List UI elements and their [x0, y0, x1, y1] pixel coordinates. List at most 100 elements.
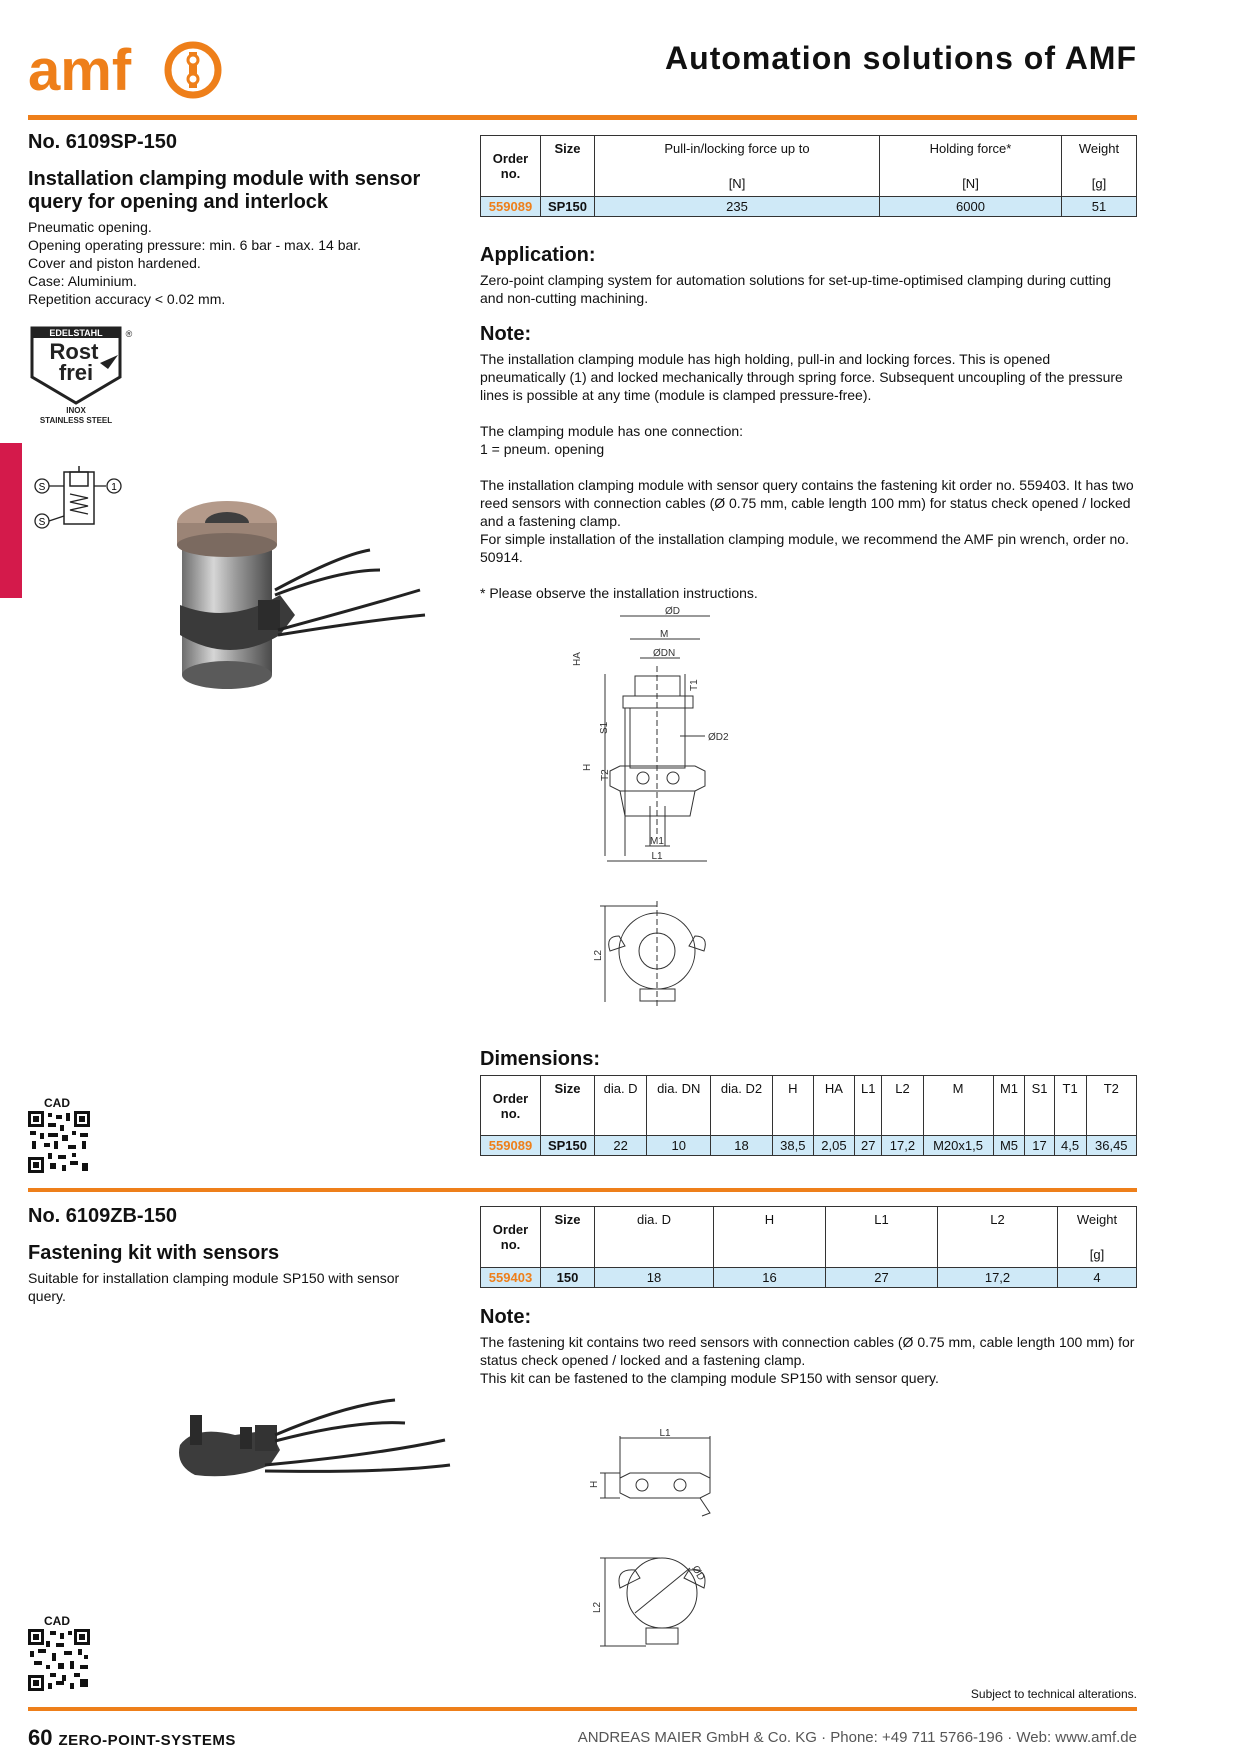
dim-T2: T2 — [600, 769, 611, 781]
dim-M: M — [660, 629, 668, 640]
dim-col: L1 — [854, 1075, 883, 1136]
dim-col: Size — [540, 1075, 595, 1136]
dim-T1: T1 — [689, 679, 700, 691]
dim-cell: 36,45 — [1085, 1135, 1138, 1156]
badge-mark: ® — [126, 329, 133, 339]
dim-col: S1 — [1024, 1075, 1055, 1136]
col-pull: Pull-in/locking force up to[N] — [594, 135, 880, 197]
product2-order-table: Order no. Size dia. D H L1 L2 Weight[g] … — [480, 1206, 1137, 1288]
note-title: Note: — [480, 1306, 532, 1328]
dim-col: HA — [812, 1075, 856, 1136]
cell-size: SP150 — [540, 196, 595, 217]
cad-label: CAD — [44, 1614, 70, 1628]
cell-order: 559403 — [480, 1267, 541, 1288]
product2-details: Note: The fastening kit contains two ree… — [480, 1306, 1137, 1387]
col-hold: Holding force*[N] — [879, 135, 1062, 197]
col-size: Size — [540, 1206, 595, 1268]
product1-details: Application: Zero-point clamping system … — [480, 244, 1137, 602]
note-para: The fastening kit contains two reed sens… — [480, 1334, 1135, 1368]
col-weight-unit: [g] — [1089, 1247, 1105, 1262]
product1-features: Pneumatic opening. Opening operating pre… — [28, 218, 458, 308]
feature-item: Cover and piston hardened. — [28, 255, 201, 271]
cell-weight: 51 — [1061, 196, 1137, 217]
dim-H: H — [582, 764, 593, 771]
product1-order-table: Order no. Size Pull-in/locking force up … — [480, 135, 1137, 217]
product2-title: Fastening kit with sensors — [28, 1242, 280, 1264]
product1-number: No. 6109SP-150 — [28, 131, 177, 153]
cell-weight: 4 — [1057, 1267, 1137, 1288]
note-para: The clamping module has one connection: — [480, 423, 744, 439]
cell-d: 18 — [594, 1267, 714, 1288]
note-para: 1 = pneum. opening — [480, 441, 605, 457]
badge-line1: Rost — [50, 339, 100, 364]
dim-cell: 18 — [710, 1135, 773, 1156]
col-weight: Weight [g] — [1057, 1206, 1137, 1268]
dim-col: Order no. — [480, 1075, 541, 1136]
product2-number: No. 6109ZB-150 — [28, 1205, 177, 1227]
col-size: Size — [540, 135, 595, 197]
dim-col: dia. DN — [646, 1075, 712, 1136]
product2-description: Suitable for installation clamping modul… — [28, 1270, 400, 1304]
cad-qr-code[interactable] — [28, 1629, 90, 1691]
col-order: Order no. — [480, 1206, 541, 1268]
cell-pull: 235 — [594, 196, 880, 217]
pneumatic-symbol: S 1 S — [34, 466, 124, 532]
dim-cell: 17,2 — [881, 1135, 924, 1156]
amf-logo: amf — [28, 38, 223, 104]
table-row: 559403 150 18 16 27 17,2 4 — [480, 1267, 1137, 1288]
dim-col: H — [771, 1075, 814, 1136]
page-title: Automation solutions of AMF — [665, 40, 1137, 76]
dimensions-title: Dimensions: — [480, 1048, 601, 1070]
col-l1: L1 — [825, 1206, 938, 1268]
dim-cell: 559089 — [480, 1135, 541, 1156]
dim-cell: 27 — [854, 1135, 883, 1156]
technical-drawing-module: ØD M ØDN HA T1 S1 ØD2 H T2 M1 L1 L2 — [545, 606, 765, 1006]
badge-sub1: INOX — [66, 406, 86, 415]
dim-D: ØD — [665, 606, 680, 617]
kit-dim-L1: L1 — [659, 1428, 671, 1439]
col-weight-label: Weight — [1078, 141, 1120, 156]
section-divider — [28, 1188, 1137, 1192]
product1-info: No. 6109SP-150 Installation clamping mod… — [28, 131, 458, 308]
stainless-steel-badge: EDELSTAHL ® Rost frei INOX STAINLESS STE… — [28, 325, 138, 430]
product1-title: Installation clamping module with sensor… — [28, 168, 421, 213]
col-l2: L2 — [937, 1206, 1058, 1268]
badge-top: EDELSTAHL — [49, 328, 103, 338]
alteration-note: Subject to technical alterations. — [970, 1687, 1137, 1701]
col-weight-label: Weight — [1076, 1212, 1118, 1227]
application-title: Application: — [480, 244, 596, 266]
dim-cell: SP150 — [540, 1135, 595, 1156]
symbol-s2: S — [39, 517, 46, 528]
col-h: H — [713, 1206, 826, 1268]
kit-dim-L2: L2 — [592, 1601, 603, 1613]
note-para: * Please observe the installation instru… — [480, 585, 758, 601]
header-divider — [28, 115, 1137, 120]
cell-h: 16 — [713, 1267, 826, 1288]
cell-l2: 17,2 — [937, 1267, 1058, 1288]
application-text: Zero-point clamping system for automatio… — [480, 272, 1112, 306]
dim-col: M1 — [992, 1075, 1026, 1136]
company-contact: ANDREAS MAIER GmbH & Co. KG · Phone: +49… — [577, 1729, 1137, 1746]
dim-D2: ØD2 — [708, 732, 729, 743]
dim-col: dia. D — [593, 1075, 648, 1136]
col-d: dia. D — [594, 1206, 714, 1268]
note-para: The installation clamping module has hig… — [480, 351, 1123, 403]
dim-M1: M1 — [650, 836, 664, 847]
note-para: This kit can be fastened to the clamping… — [480, 1370, 939, 1386]
dim-col: T1 — [1053, 1075, 1087, 1136]
col-weight: Weight [g] — [1061, 135, 1137, 197]
dim-col: L2 — [881, 1075, 924, 1136]
dim-col: dia. D2 — [710, 1075, 773, 1136]
note-para: The installation clamping module with se… — [480, 477, 1134, 529]
dim-cell: 22 — [593, 1135, 648, 1156]
dimensions-table: Order no. Size dia. D dia. DN dia. D2 H … — [480, 1075, 1138, 1156]
dim-cell: 4,5 — [1053, 1135, 1087, 1156]
kit-dim-H: H — [589, 1481, 600, 1488]
col-weight-unit: [g] — [1091, 176, 1107, 191]
col-hold-label: Holding force* — [929, 141, 1012, 156]
cad-qr-code[interactable] — [28, 1111, 90, 1173]
col-order: Order no. — [480, 135, 541, 197]
cell-order: 559089 — [480, 196, 541, 217]
dim-S1: S1 — [599, 721, 610, 734]
table-row: 559089 SP150 22 10 18 38,5 2,05 27 17,2 … — [480, 1135, 1138, 1156]
